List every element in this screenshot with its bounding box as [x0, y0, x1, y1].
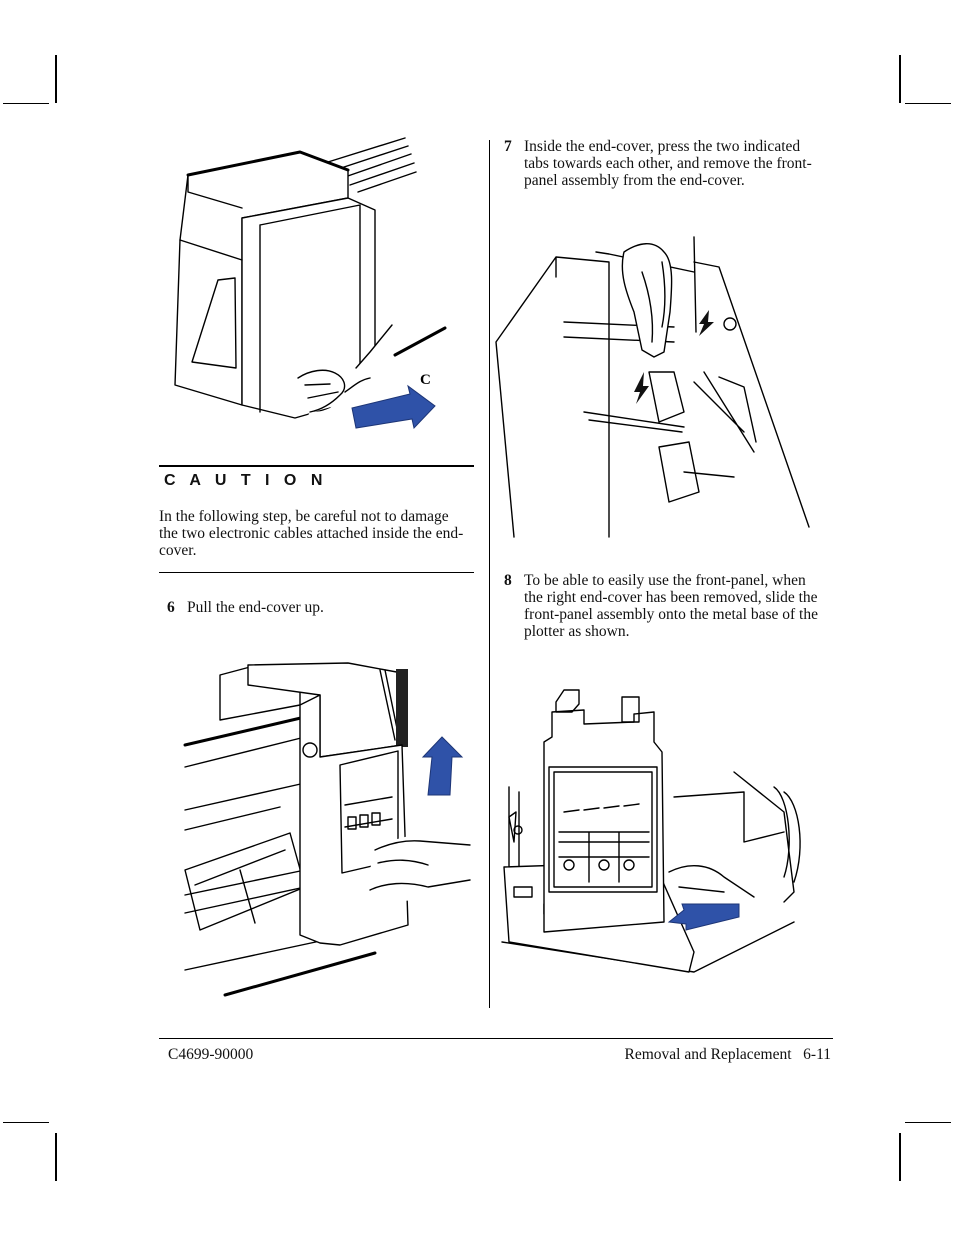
- caution-rule-bottom: [159, 572, 474, 573]
- crop-mark: [905, 1122, 951, 1123]
- front-panel-tabs-illustration: [495, 236, 810, 538]
- front-panel-assembly-illustration: [501, 689, 801, 973]
- crop-mark: [55, 1133, 57, 1181]
- step-text: To be able to easily use the front-panel…: [524, 572, 818, 640]
- step-number: 8: [504, 572, 512, 589]
- end-cover-slide-illustration: C: [174, 137, 447, 430]
- column-divider: [489, 140, 490, 1008]
- pull-end-cover-illustration: [183, 662, 471, 997]
- crop-mark: [899, 1133, 901, 1181]
- crop-mark: [55, 55, 57, 103]
- step-8: 8 To be able to easily use the front-pan…: [504, 572, 824, 640]
- crop-mark: [899, 55, 901, 103]
- crop-mark: [905, 103, 951, 104]
- footer-part-number: C4699-90000: [168, 1046, 254, 1063]
- footer-section: Removal and Replacement 6-11: [624, 1046, 831, 1063]
- step-7: 7 Inside the end-cover, press the two in…: [504, 138, 824, 189]
- step-text: Inside the end-cover, press the two indi…: [524, 138, 812, 189]
- crop-mark: [3, 103, 49, 104]
- step-text: Pull the end-cover up.: [187, 599, 324, 616]
- step-6: 6 Pull the end-cover up.: [167, 599, 467, 616]
- caution-title: C A U T I O N: [164, 472, 328, 489]
- caution-text: In the following step, be careful not to…: [159, 508, 464, 559]
- crop-mark: [3, 1122, 49, 1123]
- step-number: 6: [167, 599, 175, 616]
- step-number: 7: [504, 138, 512, 155]
- figure-label-c: C: [420, 372, 431, 388]
- caution-rule-top: [159, 465, 474, 467]
- footer-rule: [159, 1038, 833, 1039]
